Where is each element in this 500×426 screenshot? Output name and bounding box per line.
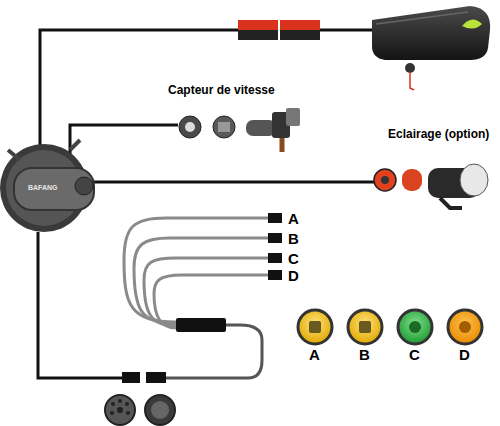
motor-housing (14, 168, 94, 210)
connector-pins (359, 321, 371, 333)
headlight (428, 164, 488, 208)
branch-plug (268, 233, 282, 243)
connector-black (238, 30, 278, 40)
brand-mark: BAFANG (28, 184, 58, 191)
connector-pins (409, 321, 421, 333)
branch-wire (154, 275, 270, 328)
display-connector (145, 395, 175, 425)
light-title: Eclairage (option) (388, 127, 489, 141)
sensor-pin (218, 122, 230, 132)
motor-axle (75, 177, 93, 195)
branch-plug (268, 270, 282, 280)
branch-plug (268, 213, 282, 223)
branch-wires (124, 218, 270, 328)
branch-wire (144, 258, 270, 326)
connector-letter: C (409, 346, 420, 363)
battery-logo (462, 19, 482, 28)
battery-edge (376, 12, 468, 24)
branch-plug (268, 253, 282, 263)
light-pin (381, 176, 389, 184)
connector-d (448, 310, 482, 344)
sensor-connector (213, 116, 235, 138)
connector-pin (117, 407, 123, 413)
connector-a (298, 310, 332, 344)
coloured-connectors (298, 310, 482, 344)
connector-b (348, 310, 382, 344)
battery-lock (405, 63, 415, 73)
speed-sensor (246, 108, 300, 152)
harness-connector (122, 372, 140, 383)
sensor-wire (70, 125, 178, 168)
branch-plugs (268, 213, 282, 280)
connector-red (238, 20, 278, 30)
sensor-pin (185, 122, 195, 132)
lamp-mount (440, 198, 462, 208)
wire-letter: B (288, 230, 299, 247)
display-connector (105, 395, 135, 425)
connector-red (280, 20, 320, 30)
harness-wire (166, 325, 262, 378)
wire-letter: A (288, 210, 299, 227)
connector-black (280, 30, 320, 40)
connector-c (398, 310, 432, 344)
connector-pins (110, 399, 130, 415)
connector-letter: D (459, 346, 470, 363)
wire-letter: C (288, 250, 299, 267)
battery-wire (318, 29, 378, 32)
mid-drive-motor (0, 140, 94, 232)
connector-pin (126, 411, 130, 415)
light-connector (402, 169, 422, 191)
connector-pins (309, 321, 321, 333)
sensor-clamp (286, 108, 300, 126)
sensor-body (246, 120, 276, 136)
harness-wire (38, 232, 122, 378)
connector-letter: B (359, 346, 370, 363)
motor-bracket (8, 140, 80, 160)
light-connector (374, 169, 396, 191)
connector-face (151, 401, 169, 419)
sensor-title: Capteur de vitesse (168, 83, 275, 97)
connector-letter: A (309, 346, 320, 363)
sensor-screw (280, 138, 285, 152)
battery (372, 6, 490, 90)
battery-key (410, 72, 414, 90)
connector-pin (111, 402, 115, 406)
connector-pins (459, 321, 471, 333)
harness-connector (146, 372, 166, 383)
wire-letter: D (288, 267, 299, 284)
sensor-connector (179, 116, 201, 138)
anderson-connector (238, 20, 320, 40)
light-wire (92, 181, 378, 184)
splitter-box (176, 318, 226, 332)
connector-pin (118, 399, 122, 403)
connector-pin (125, 402, 129, 406)
battery-body (372, 6, 490, 60)
connector-pin (110, 411, 114, 415)
lamp-lens (460, 164, 488, 196)
